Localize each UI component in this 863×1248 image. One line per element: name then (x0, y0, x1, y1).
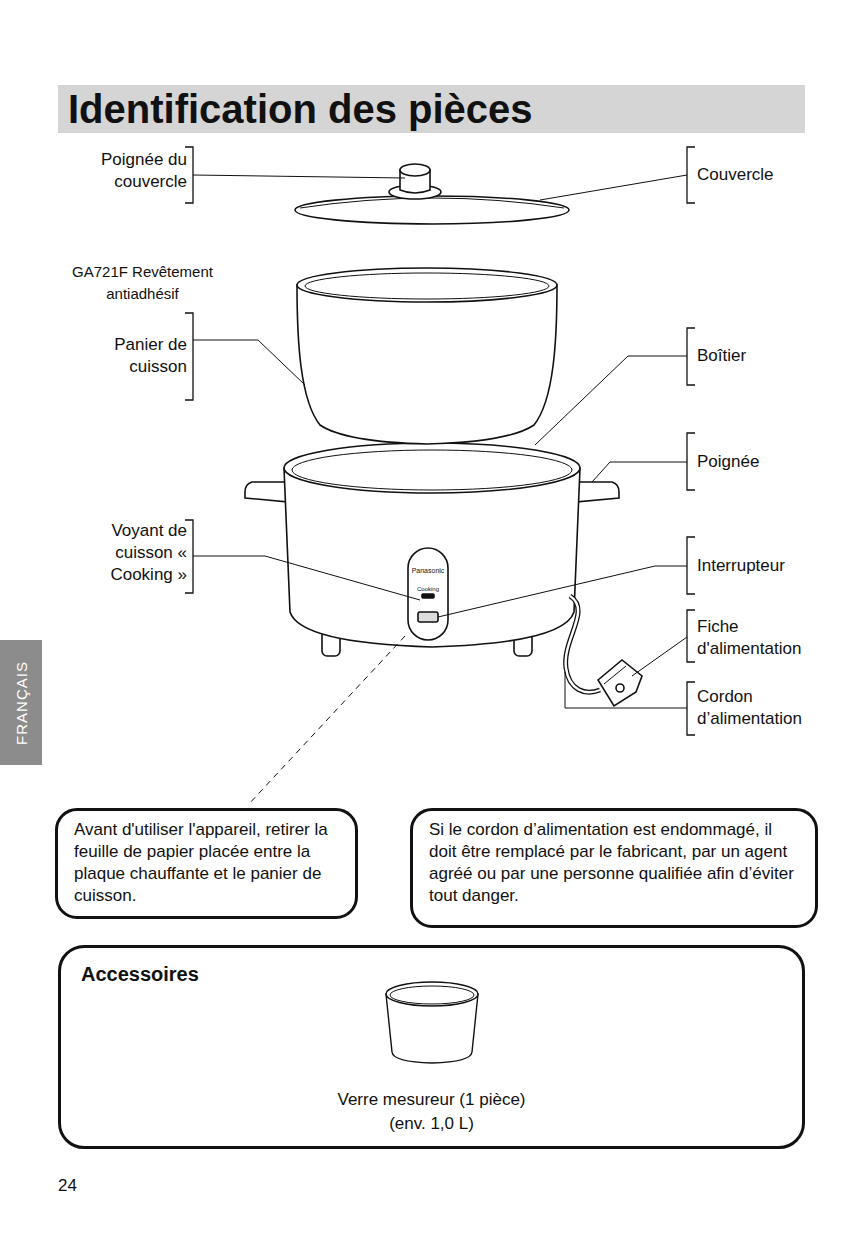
lid (295, 164, 569, 224)
node-body: Verre mesureur (1 pièce) (81, 1088, 782, 1112)
title-band: Identification des pièces (58, 85, 805, 133)
part-name: Couvercle (697, 164, 837, 186)
cooker-housing (245, 443, 619, 656)
part-name: Fiche d'alimentation (697, 616, 827, 660)
part-name: Cordon d’alimentation (697, 686, 827, 730)
node-body: (env. 1,0 L) (81, 1112, 782, 1136)
part-name: Interrupteur (697, 555, 847, 577)
node-text: Accessoires (81, 962, 782, 986)
cooking-pan (297, 268, 557, 444)
page-title: Identification des pièces (68, 87, 533, 131)
node-text: Avant d'utiliser l'appareil, retirer la … (74, 819, 339, 907)
node-text: Si le cordon d’alimentation est endommag… (429, 819, 799, 907)
part-name: Poignée du couvercle (75, 149, 187, 193)
page-number: 24 (58, 1175, 118, 1197)
part-name: Poignée (697, 451, 837, 473)
node-text: FRANÇAIS (13, 661, 30, 745)
label-brackets (185, 147, 695, 735)
language-tab: FRANÇAIS (0, 640, 42, 765)
power-cord (566, 596, 600, 692)
indicator-text: Cooking (408, 585, 448, 593)
measuring-cup (386, 982, 478, 1063)
part-name: Boîtier (697, 345, 837, 367)
brand-mark: Panasonic (408, 566, 448, 575)
power-plug (598, 660, 642, 706)
part-name: Voyant de cuisson « Cooking » (72, 520, 187, 586)
note-box: Si le cordon d’alimentation est endommag… (410, 808, 818, 928)
accessories-box: AccessoiresVerre mesureur (1 pièce)(env.… (58, 945, 805, 1149)
coating-note: GA721F Revêtement antiadhésif (40, 261, 245, 305)
part-name: Panier de cuisson (95, 334, 187, 378)
note-box: Avant d'utiliser l'appareil, retirer la … (55, 808, 358, 919)
leader-lines (193, 175, 687, 805)
